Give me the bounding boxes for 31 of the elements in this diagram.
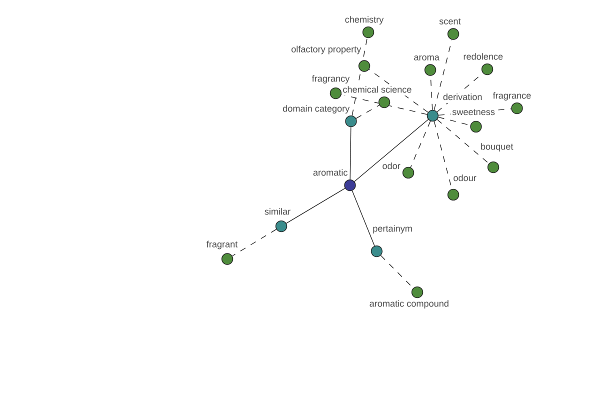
node-label: olfactory property	[292, 46, 362, 54]
connector-line	[438, 108, 512, 116]
node-label: aromatic compound	[370, 300, 448, 309]
connector-line	[410, 120, 431, 168]
connector-line	[352, 38, 368, 116]
connector-line	[434, 39, 452, 110]
node-label: chemical science	[343, 86, 412, 93]
node-label: fragrant	[206, 240, 238, 250]
connector-line	[436, 119, 490, 164]
connector-line	[350, 126, 352, 180]
node-label: fragrancy	[312, 75, 350, 84]
connector-line	[232, 229, 277, 256]
node-label: odour	[454, 174, 476, 182]
node-label: redolence	[464, 53, 503, 60]
node-label: sweetness	[452, 109, 495, 116]
node-label: pertainym	[373, 225, 412, 234]
node-label: scent	[439, 18, 461, 24]
node-label: odor	[382, 162, 400, 170]
node-label: chemistry	[345, 16, 384, 25]
connector-line	[286, 188, 346, 224]
connector-line	[352, 190, 375, 246]
connector-line	[368, 69, 428, 113]
node-label: bouquet	[481, 143, 514, 152]
node-label: similar	[264, 208, 290, 215]
node-label: fragrance	[493, 92, 531, 101]
node-label: aroma	[414, 55, 440, 60]
node-label: derivation	[443, 93, 482, 100]
connector-line	[356, 104, 380, 119]
node-label: domain category	[283, 105, 350, 114]
connector-line	[354, 119, 429, 182]
node-label: aromatic	[313, 169, 348, 176]
